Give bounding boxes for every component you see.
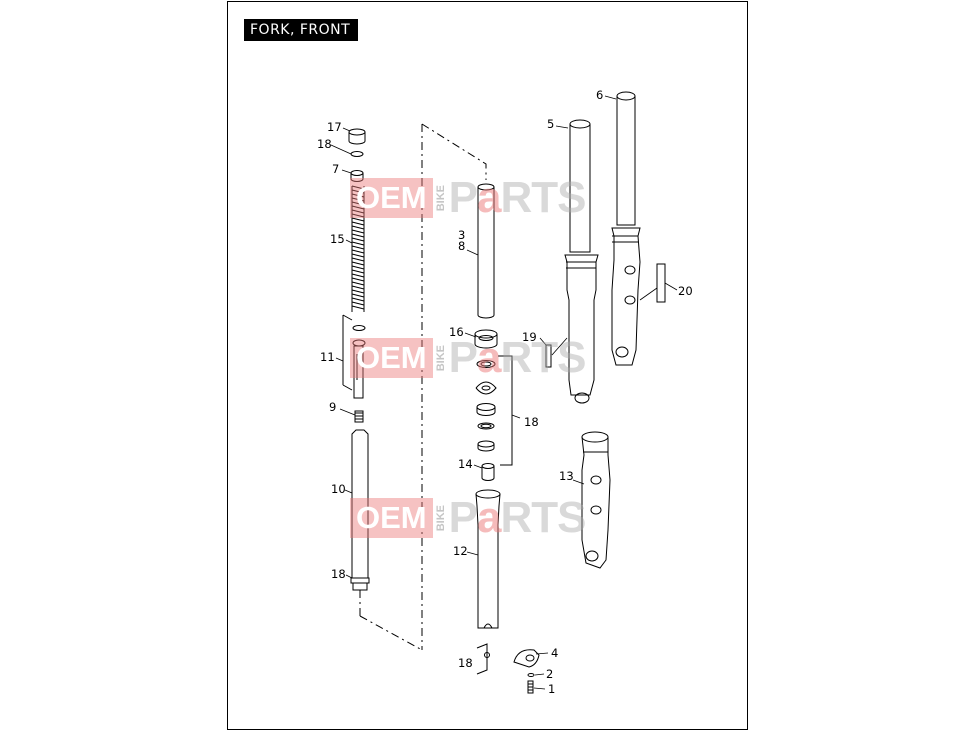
callout-18: 18 bbox=[331, 567, 346, 581]
fork-assembly-left bbox=[564, 119, 599, 404]
callout-18: 18 bbox=[317, 137, 332, 151]
callout-20: 20 bbox=[678, 284, 693, 298]
slider-bushing bbox=[481, 463, 495, 481]
fork-slider bbox=[475, 489, 501, 629]
assembly-guide-line bbox=[421, 123, 487, 180]
leader-lines bbox=[330, 95, 678, 690]
page-title: FORK, FRONT bbox=[244, 19, 358, 41]
callout-18: 18 bbox=[524, 415, 539, 429]
lower-slider bbox=[581, 431, 611, 569]
seal-kit-stack bbox=[475, 355, 513, 466]
fork-spring bbox=[351, 185, 365, 312]
reflector-right bbox=[656, 263, 666, 303]
cap-screw bbox=[527, 680, 534, 694]
callout-14: 14 bbox=[458, 457, 473, 471]
reflector-left bbox=[545, 344, 552, 368]
callout-1: 1 bbox=[548, 682, 555, 696]
dust-seal bbox=[474, 329, 498, 349]
axle-cap bbox=[513, 649, 540, 668]
fork-tube bbox=[350, 429, 370, 591]
callout-3: 3 bbox=[458, 228, 465, 242]
callout-13: 13 bbox=[559, 469, 574, 483]
callout-2: 2 bbox=[546, 667, 553, 681]
callout-11: 11 bbox=[320, 350, 335, 364]
callout-6: 6 bbox=[596, 88, 603, 102]
callout-10: 10 bbox=[331, 482, 346, 496]
callout-8: 8 bbox=[458, 239, 465, 253]
rebound-spring bbox=[354, 410, 364, 423]
drain-screw-assembly bbox=[476, 643, 490, 675]
callout-9: 9 bbox=[329, 400, 336, 414]
o-ring-top bbox=[350, 151, 364, 157]
damper-rod bbox=[342, 314, 366, 399]
callout-16: 16 bbox=[449, 325, 464, 339]
inner-fork-rod bbox=[477, 183, 495, 319]
fork-assembly-right bbox=[611, 91, 641, 366]
callout-5: 5 bbox=[547, 117, 554, 131]
callout-18: 18 bbox=[458, 656, 473, 670]
callout-19: 19 bbox=[522, 330, 537, 344]
callout-4: 4 bbox=[551, 646, 558, 660]
callout-15: 15 bbox=[330, 232, 345, 246]
assembly-guide-line bbox=[359, 615, 423, 651]
callout-17: 17 bbox=[327, 120, 342, 134]
callout-7: 7 bbox=[332, 162, 339, 176]
washer bbox=[527, 673, 535, 677]
callout-12: 12 bbox=[453, 544, 468, 558]
spring-spacer bbox=[350, 170, 364, 182]
fork-cap bbox=[348, 128, 366, 145]
